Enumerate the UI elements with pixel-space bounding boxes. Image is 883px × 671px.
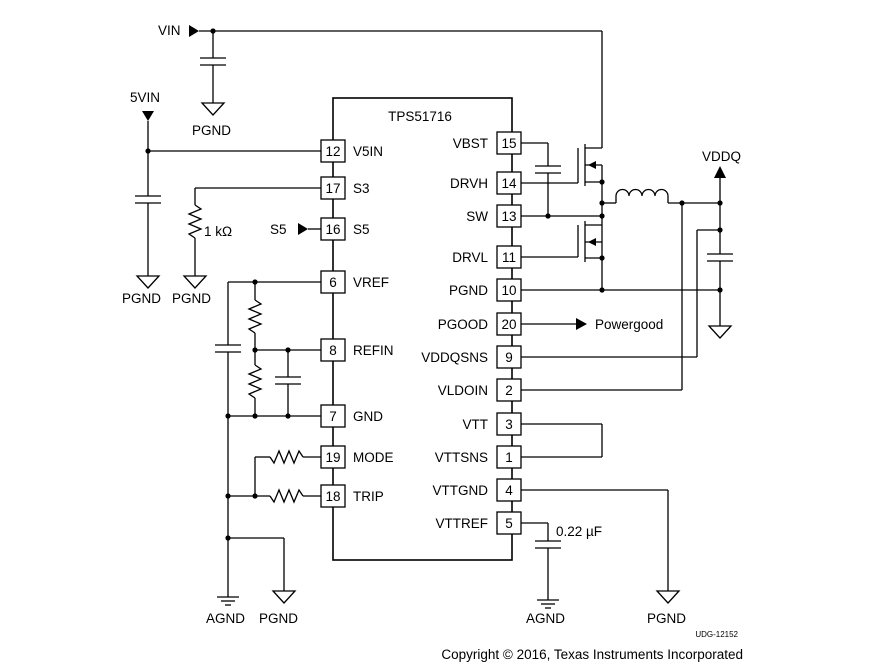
pin-drvl: 11 DRVL — [452, 245, 522, 269]
pin-vbst: 15 VBST — [453, 131, 522, 155]
vttgnd-pgnd-label: PGND — [647, 611, 686, 626]
five-vin-arrow-icon — [142, 111, 154, 121]
svg-text:1: 1 — [505, 450, 513, 465]
vddq-arrow-icon — [714, 166, 726, 178]
s3-resistor-value: 1 kΩ — [204, 224, 232, 239]
pin-vldoin: 2 VLDOIN — [438, 378, 522, 402]
ic-body — [332, 97, 513, 561]
svg-text:DRVL: DRVL — [452, 250, 488, 265]
s5-arrow-icon — [298, 223, 308, 235]
svg-text:4: 4 — [505, 483, 513, 498]
pin-s5: 16 S5 — [320, 217, 370, 241]
low-side-fet-arrow-icon — [588, 238, 596, 246]
svg-text:PGOOD: PGOOD — [438, 317, 489, 332]
svg-text:9: 9 — [505, 350, 513, 365]
left-agnd-label: AGND — [206, 611, 245, 626]
drawing-id: UDG-12152 — [695, 630, 738, 639]
svg-text:VDDQSNS: VDDQSNS — [421, 350, 488, 365]
svg-text:SW: SW — [466, 209, 488, 224]
powergood-label: Powergood — [595, 317, 663, 332]
pin-sw: 13 SW — [466, 204, 522, 228]
vin-arrow-icon — [189, 25, 199, 37]
svg-text:13: 13 — [501, 209, 516, 224]
pin-vddqsns: 9 VDDQSNS — [421, 345, 522, 369]
pin-vttref: 5 VTTREF — [436, 511, 522, 535]
svg-text:12: 12 — [325, 144, 340, 159]
pin-gnd: 7 GND — [320, 404, 383, 428]
pin-vref: 6 VREF — [320, 270, 389, 294]
s3-resistor-net: 1 kΩ PGND — [172, 187, 321, 306]
pgood-net: Powergood — [521, 317, 663, 332]
svg-text:18: 18 — [325, 489, 340, 504]
svg-text:15: 15 — [501, 136, 516, 151]
pin-mode: 19 MODE — [320, 445, 394, 469]
pin-trip: 18 TRIP — [320, 484, 384, 508]
copyright: Copyright © 2016, Texas Instruments Inco… — [441, 647, 743, 662]
pin-pgood: 20 PGOOD — [438, 312, 522, 336]
svg-text:19: 19 — [325, 450, 340, 465]
power-stage: VDDQ — [521, 140, 741, 391]
s5-label: S5 — [270, 222, 287, 237]
five-vin-cap-pgnd-label: PGND — [122, 291, 161, 306]
ic-part-number: TPS51716 — [388, 109, 452, 124]
svg-text:MODE: MODE — [353, 450, 394, 465]
pin-refin: 8 REFIN — [320, 338, 394, 362]
svg-text:REFIN: REFIN — [353, 343, 394, 358]
vtt-loop — [521, 423, 603, 458]
svg-text:17: 17 — [325, 181, 340, 196]
s3-resistor-pgnd-label: PGND — [172, 291, 211, 306]
svg-text:VLDOIN: VLDOIN — [438, 383, 488, 398]
vttref-cap-value: 0.22 µF — [556, 524, 602, 539]
vddq-label: VDDQ — [702, 149, 741, 164]
pin-drvh: 14 DRVH — [450, 171, 522, 195]
vin-net: VIN PGND — [158, 23, 603, 140]
svg-text:2: 2 — [505, 383, 513, 398]
svg-text:VTT: VTT — [463, 417, 489, 432]
svg-text:11: 11 — [502, 250, 516, 265]
vttref-agnd-label: AGND — [526, 611, 565, 626]
svg-text:VBST: VBST — [453, 136, 488, 151]
mode-trip-network — [225, 449, 321, 504]
five-vin-net: 5VIN PGND — [122, 90, 321, 306]
left-pgnd-label: PGND — [259, 611, 298, 626]
pin-vttsns: 1 VTTSNS — [435, 445, 522, 469]
svg-text:GND: GND — [353, 409, 383, 424]
svg-text:VTTREF: VTTREF — [436, 516, 489, 531]
svg-text:VREF: VREF — [353, 275, 389, 290]
pin-v5in: 12 V5IN — [320, 139, 383, 163]
svg-text:DRVH: DRVH — [450, 176, 488, 191]
svg-text:16: 16 — [325, 222, 340, 237]
svg-text:PGND: PGND — [449, 283, 488, 298]
svg-text:S5: S5 — [353, 222, 370, 237]
vin-cap-pgnd-label: PGND — [192, 123, 231, 138]
svg-text:5: 5 — [505, 516, 513, 531]
svg-text:S3: S3 — [353, 181, 370, 196]
svg-text:20: 20 — [501, 317, 516, 332]
pin-s3: 17 S3 — [320, 176, 370, 200]
svg-text:3: 3 — [505, 417, 513, 432]
svg-text:V5IN: V5IN — [353, 144, 383, 159]
s5-net: S5 — [270, 222, 321, 237]
high-side-fet-arrow-icon — [588, 161, 596, 169]
pin-vttgnd: 4 VTTGND — [433, 478, 522, 502]
pin-pgnd: 10 PGND — [449, 278, 522, 302]
svg-text:VTTSNS: VTTSNS — [435, 450, 488, 465]
svg-text:14: 14 — [501, 176, 517, 191]
svg-text:7: 7 — [329, 409, 337, 424]
svg-text:10: 10 — [501, 283, 516, 298]
svg-text:8: 8 — [329, 343, 337, 358]
svg-text:6: 6 — [329, 275, 337, 290]
vttref-net: 0.22 µF AGND — [521, 522, 602, 626]
svg-text:TRIP: TRIP — [353, 489, 384, 504]
left-ground-net: AGND PGND — [206, 535, 298, 626]
vref-network — [215, 279, 321, 538]
five-vin-label: 5VIN — [130, 90, 160, 105]
vin-label: VIN — [158, 23, 181, 38]
svg-text:VTTGND: VTTGND — [433, 483, 489, 498]
powergood-arrow-icon — [576, 318, 587, 330]
vttgnd-net: PGND — [521, 489, 686, 626]
